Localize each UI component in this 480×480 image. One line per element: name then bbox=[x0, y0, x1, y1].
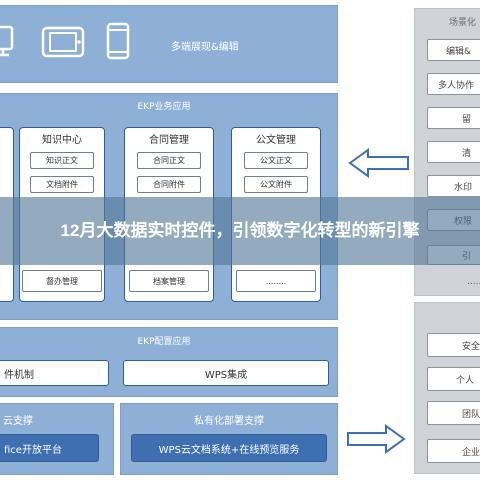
security-panel: 安全 个人 团队 企业 bbox=[414, 302, 480, 474]
scene-panel-title: 场景化 bbox=[449, 18, 477, 28]
module-item: ........ bbox=[236, 270, 316, 292]
top-panel: 多端展现&编辑 bbox=[0, 5, 338, 83]
cloud-support-title: 云支撑 bbox=[3, 416, 33, 427]
module-item: 公文附件 bbox=[244, 176, 308, 193]
private-deploy-panel: 私有化部署支撑 WPS云文档系统+在线预览服务 bbox=[120, 403, 338, 475]
arrow-right-icon bbox=[346, 424, 406, 458]
security-item: 团队 bbox=[427, 401, 480, 425]
module-item: 督办管理 bbox=[22, 270, 102, 292]
title-banner: 12月大数据实时控件，引领数字化转型的新引擎 bbox=[0, 197, 480, 265]
scene-item: 留 bbox=[427, 107, 480, 129]
wps-cloud-box: WPS云文档系统+在线预览服务 bbox=[131, 434, 327, 462]
ekp-config-title: EKP配置应用 bbox=[137, 337, 191, 347]
module-title: 知识中心 bbox=[42, 135, 82, 146]
cloud-support-panel: 云支撑 fice开放平台 bbox=[0, 403, 114, 475]
security-item: 安全 bbox=[427, 333, 480, 357]
scene-item: 编辑& bbox=[427, 39, 480, 61]
banner-title: 12月大数据实时控件，引领数字化转型的新引擎 bbox=[60, 221, 420, 240]
arrow-left-icon bbox=[348, 148, 410, 182]
top-panel-title: 多端展现&编辑 bbox=[171, 42, 239, 53]
open-platform-box: fice开放平台 bbox=[0, 434, 99, 462]
config-item: WPS集成 bbox=[123, 360, 329, 386]
module-item: 公文正文 bbox=[244, 152, 308, 169]
module-title: 公文管理 bbox=[256, 135, 296, 146]
tablet-icon bbox=[41, 26, 85, 62]
config-item: 件机制 bbox=[0, 360, 109, 386]
security-item: 个人 bbox=[427, 367, 480, 391]
module-item: 档案管理 bbox=[129, 270, 209, 292]
private-deploy-title: 私有化部署支撑 bbox=[194, 416, 264, 427]
module-title: 合同管理 bbox=[149, 135, 189, 146]
module-item: 合同正文 bbox=[137, 152, 201, 169]
security-item: 企业 bbox=[427, 439, 480, 463]
module-item: 合同附件 bbox=[137, 176, 201, 193]
monitor-icon bbox=[0, 24, 15, 64]
scene-item: 清 bbox=[427, 141, 480, 163]
module-item: 知识正文 bbox=[30, 152, 94, 169]
module-item: 文档附件 bbox=[30, 176, 94, 193]
ekp-config-panel: EKP配置应用 件机制 WPS集成 bbox=[0, 327, 338, 397]
scene-more: ..... bbox=[467, 277, 480, 287]
ekp-app-title: EKP业务应用 bbox=[137, 102, 191, 112]
scene-item: 多人协作 bbox=[427, 73, 480, 95]
phone-icon bbox=[106, 22, 130, 64]
scene-item: 水印 bbox=[427, 175, 480, 197]
